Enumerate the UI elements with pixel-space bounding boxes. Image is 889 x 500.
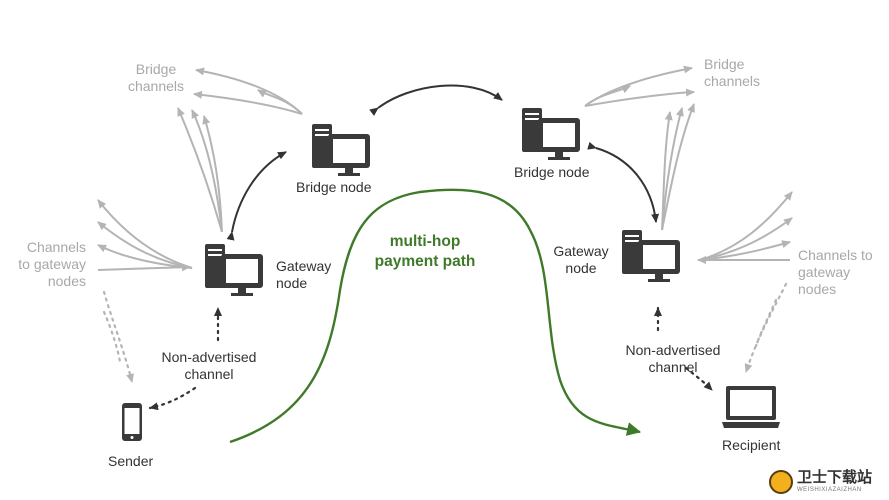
- watermark-logo: 卫士下载站 WEISHIXIAZAIZHAN: [769, 468, 881, 496]
- sender-label: Sender: [108, 453, 154, 469]
- dark-channel-arrows: [226, 84, 660, 241]
- watermark-badge-icon: [769, 470, 793, 494]
- dark-dotted-arrows: [148, 306, 714, 411]
- gateway-node-left-icon: [205, 244, 263, 296]
- dotted-grey-links: [102, 282, 788, 384]
- recipient-label: Recipient: [722, 437, 781, 453]
- channels-to-gateway-left-fan: [97, 199, 193, 272]
- bridge-node-right-label: Bridge node: [514, 164, 590, 180]
- bridge-channels-right-label: Bridge channels: [704, 56, 761, 89]
- gateway-left-up-fan: [177, 107, 223, 233]
- bridge-node-left-icon: [312, 124, 370, 176]
- channels-to-gateway-right-fan: [697, 191, 793, 264]
- gateway-node-left-label: Gateway node: [276, 258, 332, 291]
- gateway-node-right-label: Gateway node: [553, 243, 609, 276]
- watermark-sub-text: WEISHIXIAZAIZHAN: [797, 487, 862, 493]
- bridge-channels-right-fan: [584, 65, 695, 107]
- watermark-main-text: 卫士下载站: [797, 469, 873, 486]
- smartphone-icon: [122, 403, 142, 441]
- bridge-channels-left-label: Bridge channels: [127, 61, 185, 94]
- bridge-node-left-label: Bridge node: [296, 179, 372, 195]
- multi-hop-path-label: multi-hop payment path: [374, 233, 476, 270]
- bridge-channels-left-fan: [193, 67, 303, 115]
- non-advertised-right-label: Non-advertised channel: [625, 342, 721, 375]
- bridge-node-right-icon: [522, 108, 580, 160]
- laptop-icon: [722, 386, 780, 428]
- gateway-node-right-icon: [622, 230, 680, 282]
- multi-hop-payment-path: [229, 188, 641, 444]
- gateway-right-up-fan: [661, 103, 695, 231]
- channels-to-gateway-right-label: Channels to gateway nodes: [798, 247, 873, 297]
- non-advertised-left-label: Non-advertised channel: [161, 349, 257, 382]
- channels-to-gateway-left-label: Channels to gateway nodes: [18, 239, 86, 289]
